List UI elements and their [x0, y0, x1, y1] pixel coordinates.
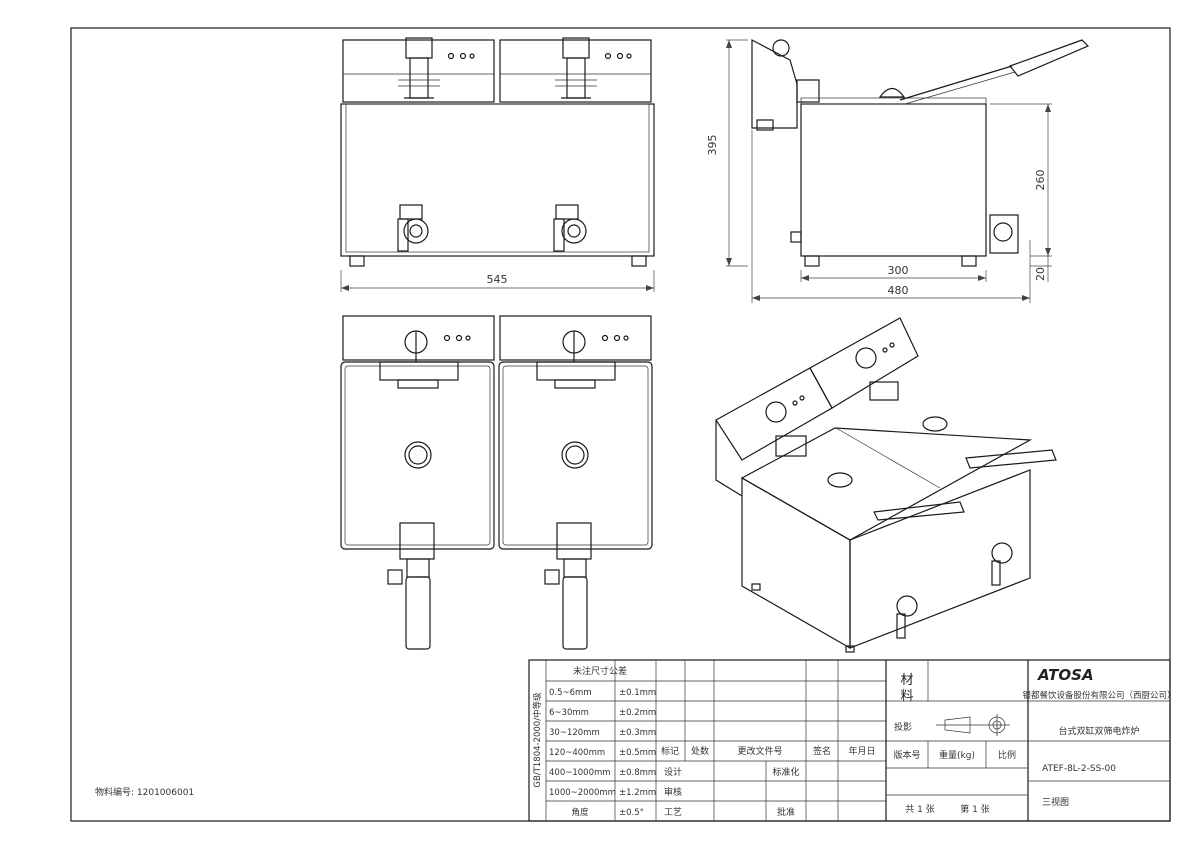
tolerance-standard: GB/T1804-2000/中等级: [532, 692, 543, 788]
product-name: 台式双缸双筛电炸炉: [1058, 725, 1139, 737]
tolerance-range: 30~120mm: [549, 728, 600, 738]
tolerance-value: ±0.5°: [619, 808, 644, 818]
rev-doc: 更改文件号: [737, 745, 782, 757]
tolerance-title: 未注尺寸公差: [573, 665, 627, 677]
isometric-view: [715, 317, 1057, 653]
tolerance-value: ±0.1mm: [619, 688, 656, 698]
projection-label: 投影: [894, 721, 912, 733]
company-logo: ATOSA: [1037, 666, 1094, 684]
rev-count: 处数: [691, 745, 709, 757]
tolerance-value: ±1.2mm: [619, 788, 656, 798]
tolerance-range: 400~1000mm: [549, 768, 611, 778]
version-label: 版本号: [893, 749, 920, 761]
tolerance-value: ±0.2mm: [619, 708, 656, 718]
material-label-1: 材: [900, 673, 913, 688]
top-view: [340, 315, 653, 650]
tolerance-range: 1000~2000mm: [549, 788, 616, 798]
dim-side-depth-text: 300: [888, 264, 909, 277]
front-basket-hook-right: [555, 37, 597, 99]
drain-valve-left: [397, 204, 429, 252]
rev-sign: 签名: [813, 745, 831, 757]
sheet-count: 共 1 张: [905, 804, 934, 815]
side-view: [751, 39, 1090, 267]
dim-front-width-text: 545: [487, 273, 508, 286]
role-design: 设计: [664, 766, 682, 778]
tolerance-value: ±0.8mm: [619, 768, 656, 778]
projection-symbol-icon: [936, 714, 1010, 736]
material-label-2: 料: [900, 689, 913, 704]
sheet-border: [70, 27, 1171, 822]
model-number: ATEF-8L-2-SS-00: [1042, 764, 1116, 774]
role-review: 审核: [664, 786, 682, 798]
dim-foot-height-text: 20: [1034, 267, 1047, 281]
top-handle-right: [544, 522, 592, 650]
role-standard: 标准化: [772, 766, 799, 778]
tolerance-value: ±0.5mm: [619, 748, 656, 758]
title-block: 未注尺寸公差 GB/T1804-2000/中等级 0.5~6mm ±0.1mm 6~…: [528, 659, 1176, 822]
role-process: 工艺: [664, 807, 682, 818]
tolerance-range: 6~30mm: [549, 708, 589, 718]
weight-label: 重量(kg): [939, 749, 975, 761]
tolerance-value: ±0.3mm: [619, 728, 656, 738]
top-handle-left: [387, 522, 435, 650]
tolerance-range: 120~400mm: [549, 748, 605, 758]
dim-front-width: 545: [340, 270, 655, 292]
tolerance-rows: 0.5~6mm ±0.1mm 6~30mm ±0.2mm 30~120mm ±0.3mm 1…: [549, 688, 656, 818]
dim-side-height-text: 395: [706, 135, 719, 156]
company-name: 银都餐饮设备股份有限公司（西厨公司）: [1022, 690, 1175, 701]
material-code: 物料编号: 1201006001: [95, 786, 194, 798]
front-basket-hook-left: [398, 37, 440, 99]
dim-side: 395 260 20 300 480: [706, 39, 1052, 303]
dim-side-total-text: 480: [888, 284, 909, 297]
scale-label: 比例: [998, 749, 1016, 761]
sheet-number: 第 1 张: [960, 803, 989, 815]
rev-mark: 标记: [661, 745, 679, 757]
dim-tank-height-text: 260: [1034, 170, 1047, 191]
role-approve: 批准: [777, 806, 795, 818]
drain-valve-right: [553, 204, 587, 252]
front-view: [340, 37, 655, 267]
rev-date: 年月日: [848, 745, 875, 757]
view-name: 三视图: [1042, 796, 1069, 808]
tolerance-range: 角度: [571, 807, 589, 818]
tolerance-range: 0.5~6mm: [549, 688, 592, 698]
basket-handle-grip: [1009, 39, 1090, 77]
